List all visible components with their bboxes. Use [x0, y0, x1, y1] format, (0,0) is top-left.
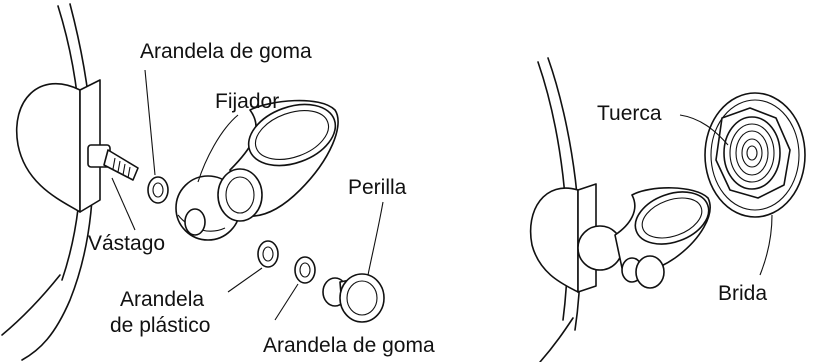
leader-washer-bottom: [274, 283, 299, 321]
escutcheon-plate: [15, 83, 81, 213]
wall-curve: [21, 3, 94, 361]
right-assembled-view: Tuerca Brida: [529, 57, 806, 362]
label-rubber-washer-top: Arandela de goma: [140, 40, 312, 63]
label-knob: Perilla: [348, 176, 407, 199]
leader-stem: [111, 177, 136, 231]
label-plastic-washer-line1: Arandela: [120, 288, 204, 311]
label-retainer: Fijador: [215, 90, 279, 113]
leader-nut: [679, 114, 729, 146]
label-plastic-washer-line2: de plástico: [110, 314, 210, 337]
right-escutcheon-plate: [529, 187, 579, 293]
leader-washer-top: [144, 69, 156, 176]
label-nut: Tuerca: [597, 102, 662, 125]
rubber-washer-bottom: [294, 256, 316, 284]
assembled-handle: [577, 187, 711, 289]
label-rubber-washer-bottom: Arandela de goma: [263, 334, 435, 357]
plastic-washer: [257, 240, 279, 268]
leader-knob: [367, 201, 384, 276]
nut: [715, 107, 791, 199]
label-stem: Vástago: [88, 232, 165, 255]
stem: [87, 144, 139, 181]
leader-flange: [759, 214, 773, 276]
knob: [322, 273, 385, 323]
rubber-washer-top: [147, 176, 169, 204]
label-flange: Brida: [718, 282, 767, 305]
leader-plastic-washer: [227, 267, 263, 293]
handle-body: [217, 99, 339, 222]
pipe-lower-left: [1, 274, 61, 336]
right-wall-lower: [539, 317, 574, 362]
left-exploded-view: Arandela de goma Fijador Perilla Vástago…: [1, 3, 435, 361]
leader-retainer: [197, 114, 239, 183]
